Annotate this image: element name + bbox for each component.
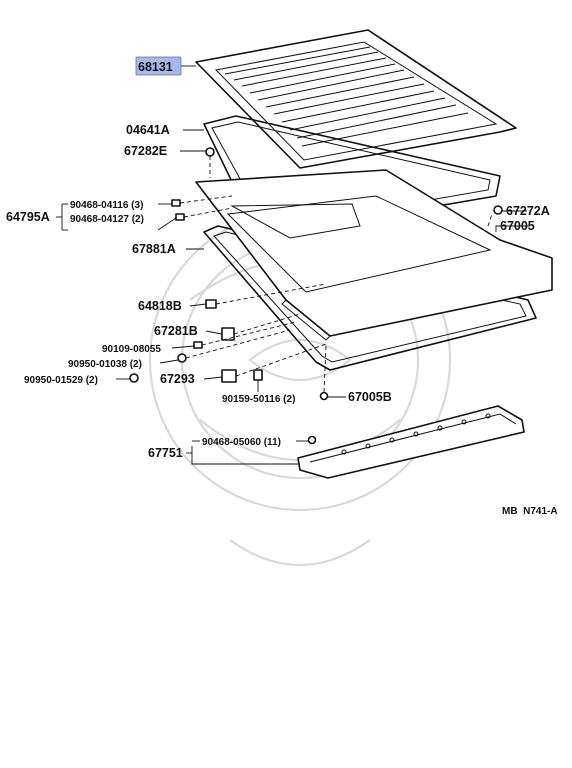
back-window-glass[interactable] [195,29,517,169]
callout-68131[interactable]: 68131 [138,60,173,74]
callout-90950-01038[interactable]: 90950-01038 (2) [68,359,142,370]
callout-04641A[interactable]: 04641A [126,123,170,137]
callout-labels: 68131 04641A 67282E 64795A 90468-04116 (… [6,60,558,517]
callout-67272A[interactable]: 67272A [506,204,550,218]
callout-90468-05060[interactable]: 90468-05060 (11) [202,437,281,448]
callout-67881A[interactable]: 67881A [132,242,176,256]
callout-67293[interactable]: 67293 [160,372,195,386]
clip-67282E[interactable] [205,147,215,157]
callout-90468-04116[interactable]: 90468-04116 (3) [70,200,143,211]
door-garnish[interactable] [297,405,525,479]
callout-64795A[interactable]: 64795A [6,210,50,224]
diagram-code: MB N741-A [502,506,558,517]
cover-64818B[interactable] [205,299,217,309]
clip-90468-05060[interactable] [307,435,317,445]
lock-67281B[interactable] [221,327,235,341]
callout-67281B[interactable]: 67281B [154,324,198,338]
callout-90950-01529[interactable]: 90950-01529 (2) [24,375,98,386]
clip-90950-01038[interactable] [177,353,187,363]
back-door-panel[interactable] [195,169,553,341]
callout-67282E[interactable]: 67282E [124,144,167,158]
screw-90468-04116[interactable] [171,199,181,207]
screw-90109-08055[interactable] [193,341,203,349]
screw-90159-50116[interactable] [253,369,263,381]
cushion-67272A[interactable] [493,205,503,215]
callout-90468-04127[interactable]: 90468-04127 (2) [70,214,144,225]
callout-67005[interactable]: 67005 [500,219,535,233]
assembly-guide-lines [179,156,493,393]
callout-90109-08055[interactable]: 90109-08055 [102,344,161,355]
clip-90950-01529[interactable] [129,373,139,383]
screw-90468-04127[interactable] [175,213,185,221]
callout-90159-50116[interactable]: 90159-50116 (2) [222,394,295,405]
hinge-67293[interactable] [221,369,237,383]
callout-leader-lines [56,65,530,465]
bumper-67005B[interactable] [319,391,329,401]
highlight-badge [135,56,182,76]
callout-64818B[interactable]: 64818B [138,299,182,313]
callout-67005B[interactable]: 67005B [348,390,392,404]
callout-67751[interactable]: 67751 [148,446,183,460]
